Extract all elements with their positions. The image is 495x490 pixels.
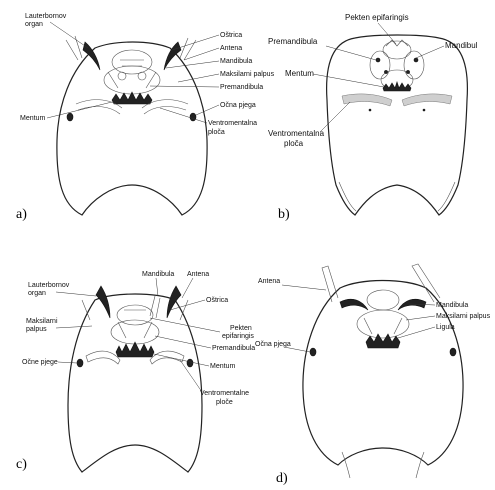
panel-c-label-ostrica: Oštrica <box>206 297 228 304</box>
panel-b-label-premandibula: Premandibula <box>268 37 318 46</box>
panel-b-head-outline <box>327 35 468 215</box>
panel-c-label-lauterbornov-line2: organ <box>28 290 46 297</box>
panel-a-label-antena: Antena <box>220 45 242 52</box>
panel-b-label-mentum: Mentum <box>285 69 314 78</box>
panel-c-eye-spot-right <box>187 359 193 367</box>
panel-d-label-mandibula: Mandibula <box>436 302 468 309</box>
panel-a-letter: a) <box>16 207 27 222</box>
panel-a-label-mandibula: Mandibula <box>220 58 252 65</box>
panel-d-label-ocna: Očna pjega <box>255 341 291 348</box>
panel-c-label-mentum: Mentum <box>210 363 235 370</box>
panel-c-eye-spot-left <box>77 359 83 367</box>
panel-c-label-ventro-line2: ploče <box>216 399 233 406</box>
panel-a-eye-spot-left <box>67 113 73 121</box>
panel-a-label-mentum: Mentum <box>20 115 45 122</box>
panel-c-label-maksilarni-line2: palpus <box>26 326 47 333</box>
panel-a-label-maksilarni: Maksilarni palpus <box>220 71 275 78</box>
panel-d-ligula <box>366 334 400 348</box>
panel-d-label-ligula: Ligula <box>436 324 455 331</box>
panel-c-label-pekten-line2: epifaringis <box>222 333 254 340</box>
panel-a-mentum <box>112 92 152 104</box>
panel-d-eye-spot-right <box>450 348 456 356</box>
panel-d-left-mandible <box>340 299 368 310</box>
panel-c-left-mandible <box>96 286 110 318</box>
panel-c-letter: c) <box>16 457 27 472</box>
panel-a-label-ocna: Očna pjega <box>220 102 256 109</box>
panel-d-eye-spot-left <box>310 348 316 356</box>
panel-c-label-mandibula: Mandibula <box>142 271 174 278</box>
panel-d-left-antenna <box>322 266 338 302</box>
panel-b-mentum <box>383 82 411 91</box>
panel-c-label-premandibula: Premandibula <box>212 345 255 352</box>
panel-b-label-mandibul: Mandibul <box>445 41 478 50</box>
panel-a-head-outline <box>57 42 207 215</box>
panel-d-label-maksilarni: Maksilarni palpus <box>436 313 491 320</box>
panel-a: Lauterbornov organ Oštrica Antena Mandib… <box>16 13 275 222</box>
panel-b-ventromental-plate-left <box>342 94 392 106</box>
panel-a-label-premandibula: Premandibula <box>220 84 263 91</box>
panel-b-label-ventro-line1: Ventromentalna <box>268 129 325 138</box>
panel-c-label-maksilarni-line1: Maksilarni <box>26 318 58 325</box>
panel-c-label-lauterbornov-line1: Lauterbornov <box>28 282 70 289</box>
panel-b-label-pekten: Pekten epifaringis <box>345 13 409 22</box>
panel-d-inner-outline <box>342 452 424 478</box>
panel-b-ventromental-plate-right <box>402 94 452 106</box>
panel-d-mouthparts <box>357 290 409 338</box>
panel-c-label-pekten-line1: Pekten <box>230 325 252 332</box>
panel-c-mouthparts <box>111 296 160 344</box>
panel-a-label-ostrica: Oštrica <box>220 32 242 39</box>
panel-c: Lauterbornov organ Mandibula Antena Oštr… <box>16 271 255 472</box>
panel-d: Antena Mandibula Maksilarni palpus Ligul… <box>255 264 491 486</box>
panel-c-right-mandible <box>167 286 181 318</box>
panel-c-label-ocne: Očne pjege <box>22 359 58 366</box>
panel-c-head-outline <box>68 294 202 472</box>
panel-a-eye-spot-right <box>190 113 196 121</box>
panel-c-label-antena: Antena <box>187 271 209 278</box>
panel-b-label-ventro-line2: ploča <box>284 139 304 148</box>
panel-d-right-antenna <box>412 264 440 302</box>
panel-b-inner-outline <box>339 182 455 211</box>
panel-a-label-lauterbornov-line2: organ <box>25 21 43 28</box>
panel-a-mouthparts <box>104 50 160 94</box>
panel-a-label-ventro-line2: ploča <box>208 129 225 136</box>
panel-d-letter: d) <box>276 471 288 486</box>
panel-b: Pekten epifaringis Premandibula Mandibul… <box>268 13 478 222</box>
panel-a-label-lauterbornov-line1: Lauterbornov <box>25 13 67 20</box>
panel-b-letter: b) <box>278 207 290 222</box>
panel-c-mentum <box>116 342 154 357</box>
panel-d-label-antena: Antena <box>258 278 280 285</box>
panel-c-label-ventro-line1: Ventromentalne <box>200 390 249 397</box>
panel-a-label-ventro-line1: Ventromentalna <box>208 120 257 127</box>
